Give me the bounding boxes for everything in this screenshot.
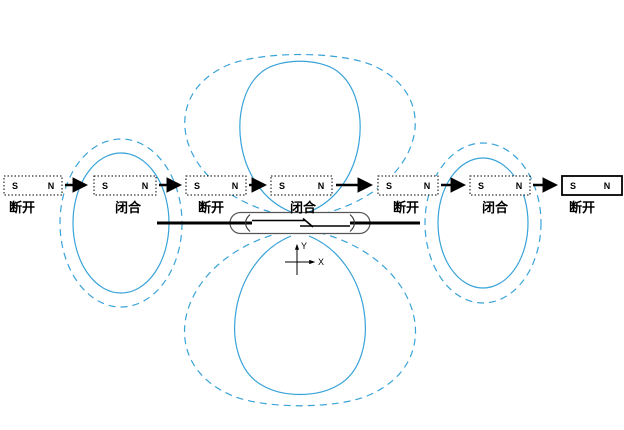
- field-line-bottom-outer-dashed: [183, 231, 417, 407]
- magnet-station-7: S N 断开: [561, 175, 623, 215]
- magnet-body: [270, 175, 333, 196]
- pole-label-n: N: [142, 181, 149, 191]
- pole-label-s: S: [570, 181, 576, 191]
- magnet-body: [469, 175, 531, 196]
- magnet-station-2: S N 闭合: [93, 175, 157, 215]
- right-seal-arc: [349, 214, 356, 232]
- reed-switch: [157, 211, 420, 235]
- field-line-right-outer-dashed: [424, 142, 542, 304]
- pole-label-n: N: [424, 181, 431, 191]
- state-label: 闭合: [290, 200, 317, 215]
- magnet-body: [377, 175, 439, 196]
- state-label: 断开: [393, 200, 419, 215]
- magnet-station-4: S N 闭合: [270, 175, 333, 215]
- pole-label-s: S: [386, 181, 392, 191]
- field-line-right-inner-solid: [437, 157, 529, 289]
- x-axis-label: X: [318, 257, 324, 267]
- magnet-station-1: S N 断开: [3, 175, 63, 215]
- state-label: 闭合: [482, 200, 509, 215]
- pole-label-s: S: [279, 181, 285, 191]
- pole-label-n: N: [232, 181, 239, 191]
- magnet-body: [561, 175, 623, 196]
- left-seal-arc: [244, 214, 251, 232]
- pole-label-s: S: [478, 181, 484, 191]
- magnet-body: [93, 175, 157, 196]
- pole-label-s: S: [12, 181, 18, 191]
- pole-label-n: N: [318, 181, 325, 191]
- pole-label-n: N: [48, 181, 55, 191]
- pole-label-n: N: [516, 181, 523, 191]
- field-line-bottom-inner-solid: [234, 235, 366, 396]
- coordinate-axes: Y X: [285, 241, 324, 275]
- magnet-stations: S N 断开 S N 闭合 S N 断开 S N 闭合 S N 断开: [3, 175, 623, 215]
- field-line-left-inner-solid: [72, 152, 170, 294]
- magnet-station-5: S N 断开: [377, 175, 439, 215]
- pole-label-s: S: [194, 181, 200, 191]
- pole-label-s: S: [102, 181, 108, 191]
- state-label: 断开: [569, 200, 595, 215]
- field-lines: [59, 53, 542, 407]
- state-label: 断开: [9, 200, 35, 215]
- magnet-body: [3, 175, 63, 196]
- state-label: 闭合: [115, 200, 142, 215]
- magnet-body: [185, 175, 247, 196]
- field-line-top-outer-dashed: [184, 53, 416, 216]
- state-label: 断开: [198, 200, 224, 215]
- magnet-station-3: S N 断开: [185, 175, 247, 215]
- y-axis-label: Y: [301, 241, 307, 251]
- pole-label-n: N: [604, 181, 611, 191]
- field-line-top-inner-solid: [239, 60, 361, 213]
- magnet-station-6: S N 闭合: [469, 175, 531, 215]
